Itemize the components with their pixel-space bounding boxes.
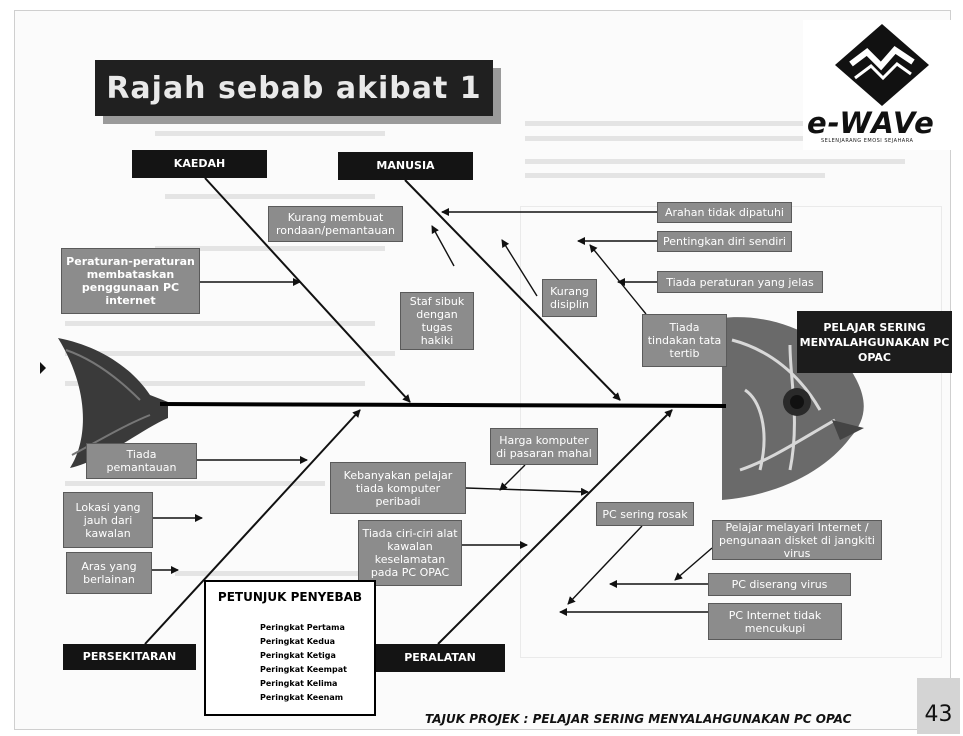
legend-item: Peringkat Pertama xyxy=(260,623,345,632)
cause-peraturan-membataskan: Peraturan-peraturan membataskan pengguna… xyxy=(61,248,200,314)
legend-item: Peringkat Ketiga xyxy=(260,651,336,660)
page-number-box: 43 xyxy=(917,678,960,734)
cause-arahan-tidak-dipatuhi: Arahan tidak dipatuhi xyxy=(657,202,792,223)
fish-tail-image xyxy=(58,338,168,468)
legend-item: Peringkat Kedua xyxy=(260,637,336,646)
legend-item: Peringkat Keempat xyxy=(260,665,347,674)
logo-wordmark: e-WAVe xyxy=(807,106,935,140)
cause-aras-berlainan: Aras yang berlainan xyxy=(66,552,152,594)
project-title-footer: TAJUK PROJEK : PELAJAR SERING MENYALAHGU… xyxy=(425,712,852,726)
bg-text-line xyxy=(65,481,325,486)
category-persekitaran: PERSEKITARAN xyxy=(63,644,196,670)
bg-text-line xyxy=(525,136,875,141)
bone-peralatan xyxy=(437,409,673,645)
cause-kurang-membuat-rondaan: Kurang membuat rondaan/pemantauan xyxy=(268,206,403,242)
bone-persekitaran xyxy=(144,409,361,645)
cause-pc-internet-tidak-mencukupi: PC Internet tidak mencukupi xyxy=(708,603,842,640)
bg-text-line xyxy=(525,159,905,164)
logo-tagline: SELENJARANG EMOSI SEJAHARA xyxy=(821,138,914,144)
legend-item: Peringkat Kelima xyxy=(260,679,338,688)
cause-staf-sibuk: Staf sibuk dengan tugas hakiki xyxy=(400,292,474,350)
bg-text-line xyxy=(165,194,375,199)
logo-diamond-icon xyxy=(835,24,929,106)
bone-manusia xyxy=(404,179,621,401)
cause-tiada-ciri-ciri: Tiada ciri-ciri alat kawalan keselamatan… xyxy=(358,520,462,586)
ewave-logo: e-WAVe SELENJARANG EMOSI SEJAHARA xyxy=(803,20,955,150)
cause-kurang-disiplin: Kurang disiplin xyxy=(542,279,597,317)
page-number: 43 xyxy=(924,702,953,727)
category-kaedah: KAEDAH xyxy=(132,150,267,178)
cause-pelajar-melayari-internet: Pelajar melayari Internet / pengunaan di… xyxy=(712,520,882,560)
legend-title: PETUNJUK PENYEBAB xyxy=(217,590,363,604)
category-peralatan: PERALATAN xyxy=(375,644,505,672)
cause-pc-sering-rosak: PC sering rosak xyxy=(596,502,694,526)
bg-text-line xyxy=(155,131,385,136)
title-banner: Rajah sebab akibat 1 xyxy=(95,60,493,116)
bone-kaedah xyxy=(204,177,411,403)
cause-tiada-peraturan-jelas: Tiada peraturan yang jelas xyxy=(657,271,823,293)
bg-text-line xyxy=(525,121,815,126)
cause-lokasi-jauh: Lokasi yang jauh dari kawalan xyxy=(63,492,153,548)
tail-marker-icon xyxy=(40,362,46,374)
legend-box: PETUNJUK PENYEBAB Peringkat Pertama Peri… xyxy=(204,580,376,716)
cause-kebanyakan-pelajar: Kebanyakan pelajar tiada komputer periba… xyxy=(330,462,466,514)
cause-tiada-pemantauan: Tiada pemantauan xyxy=(86,443,197,479)
bg-text-line xyxy=(65,381,365,386)
cause-tiada-tindakan: Tiada tindakan tata tertib xyxy=(642,314,727,367)
bg-text-line xyxy=(525,173,825,178)
cause-pc-diserang-virus: PC diserang virus xyxy=(708,573,851,596)
category-manusia: MANUSIA xyxy=(338,152,473,180)
bg-text-line xyxy=(65,321,375,326)
effect-head-label: PELAJAR SERING MENYALAHGUNAKAN PC OPAC xyxy=(797,311,952,373)
spine-line xyxy=(159,402,727,408)
cause-pentingkan-diri: Pentingkan diri sendiri xyxy=(657,231,792,252)
bg-text-line xyxy=(175,571,415,576)
legend-item: Peringkat Keenam xyxy=(260,693,344,702)
diagram-title: Rajah sebab akibat 1 xyxy=(106,70,482,106)
bg-text-line xyxy=(65,351,395,356)
cause-harga-komputer: Harga komputer di pasaran mahal xyxy=(490,428,598,465)
